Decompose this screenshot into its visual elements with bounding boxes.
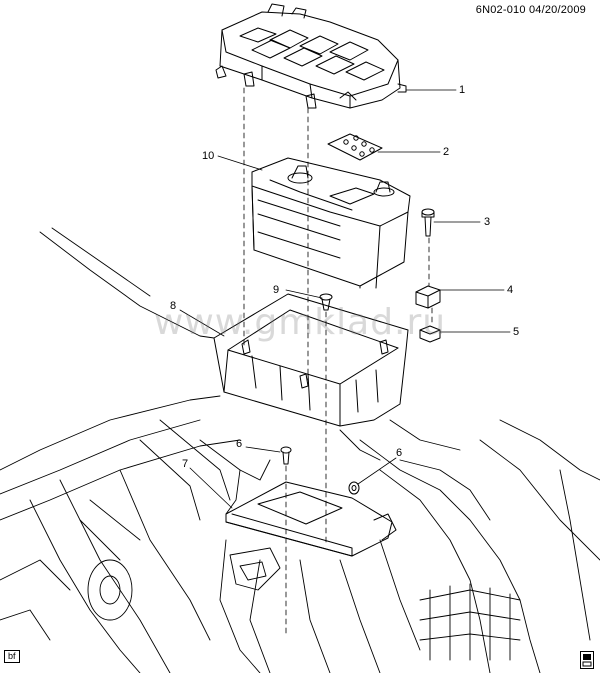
hardware-part-right bbox=[348, 481, 360, 495]
terminal-pad-part bbox=[327, 133, 383, 161]
hardware-part-left bbox=[280, 446, 292, 465]
battery-tray-part bbox=[213, 293, 409, 427]
footer-code: bf bbox=[4, 650, 20, 663]
watermark: www.gmklad.ru bbox=[153, 302, 447, 343]
callout-6-right: 6 bbox=[396, 447, 403, 459]
vehicle-view-icon bbox=[580, 651, 594, 669]
diagram-date: 04/20/2009 bbox=[528, 4, 586, 16]
callout-1: 1 bbox=[459, 84, 466, 96]
bracket-clip-part bbox=[419, 325, 441, 343]
clamp-block-part bbox=[415, 285, 441, 309]
callout-4: 4 bbox=[507, 284, 514, 296]
callout-8: 8 bbox=[170, 300, 177, 312]
callout-7: 7 bbox=[182, 458, 189, 470]
callout-9: 9 bbox=[273, 284, 280, 296]
callout-3: 3 bbox=[484, 216, 491, 228]
vehicle-body-structure bbox=[0, 227, 600, 673]
lower-bracket-part bbox=[225, 481, 397, 557]
battery-cover-part bbox=[215, 3, 407, 109]
assembly-guide-lines bbox=[243, 87, 433, 637]
battery-part bbox=[251, 157, 411, 289]
callout-10: 10 bbox=[202, 150, 215, 162]
diagram-code: 6N02-010 bbox=[475, 4, 526, 16]
diagram-header: 6N02-010 04/20/2009 bbox=[476, 4, 586, 16]
callout-2: 2 bbox=[443, 146, 450, 158]
callout-6-left: 6 bbox=[236, 438, 243, 450]
callout-5: 5 bbox=[513, 326, 520, 338]
bolt-part bbox=[421, 208, 435, 237]
